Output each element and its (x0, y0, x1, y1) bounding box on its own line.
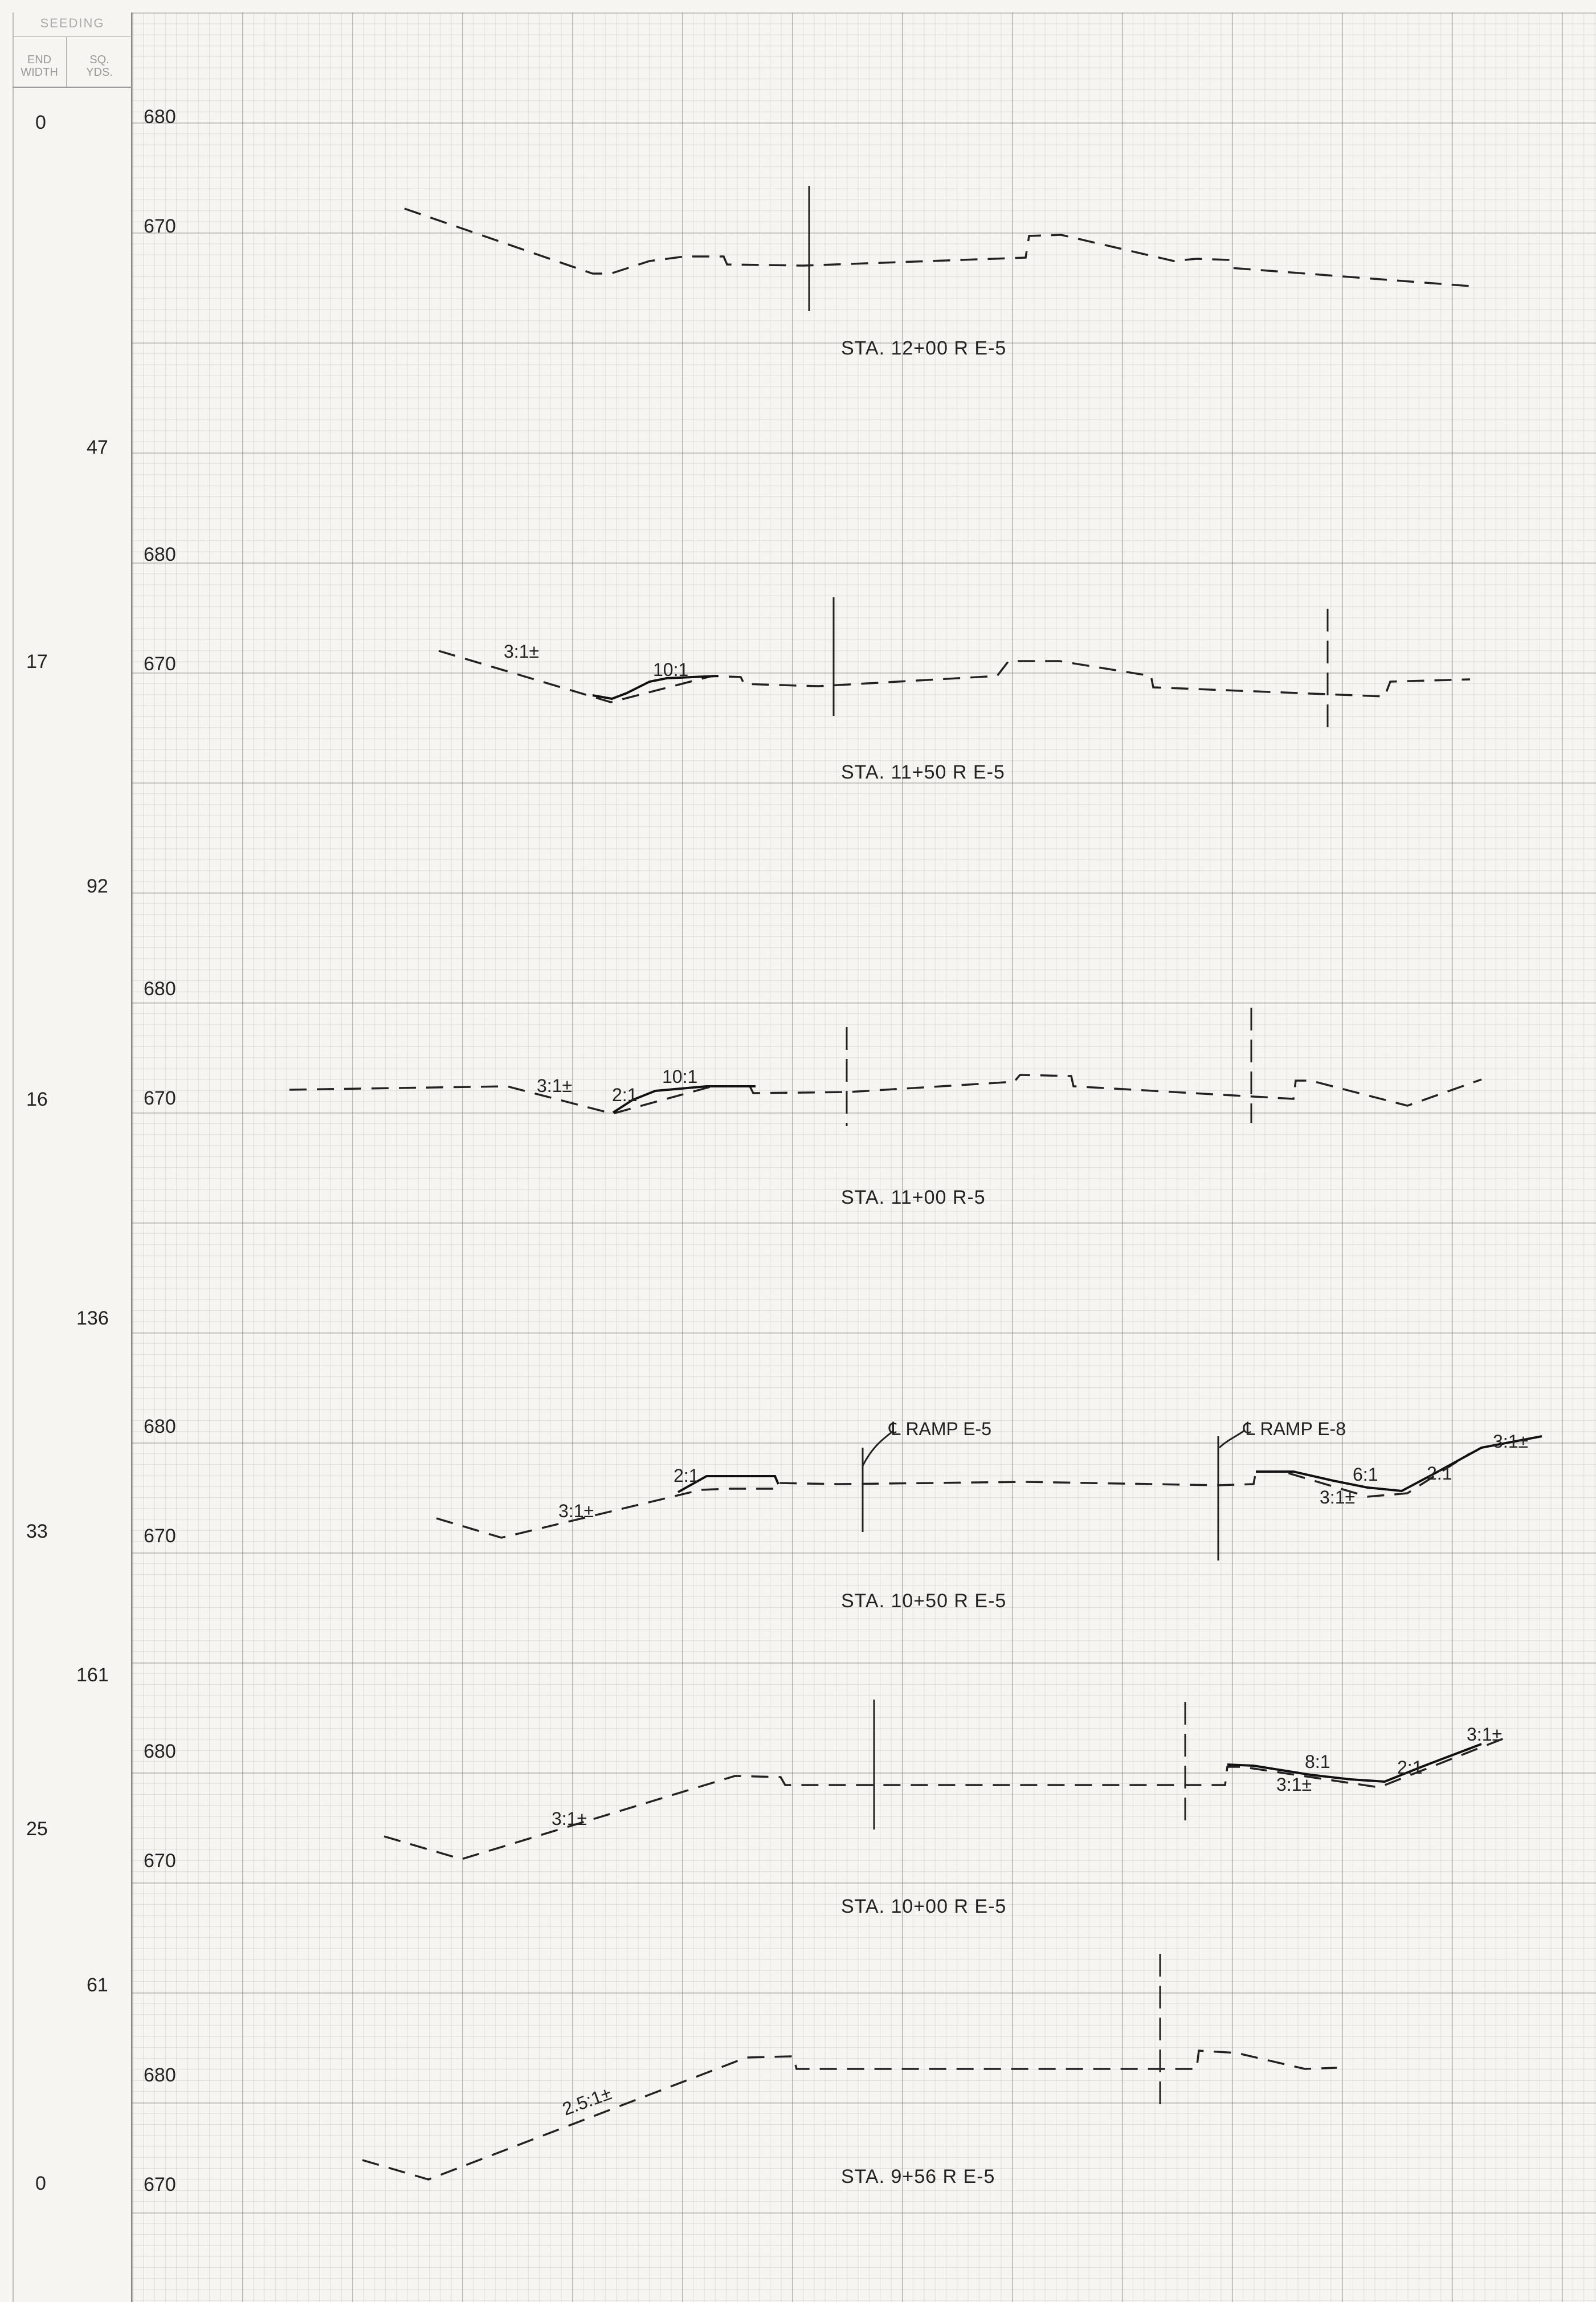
elevation-label-670: 670 (144, 1525, 176, 1547)
slope-label: 6:1 (1353, 1464, 1378, 1485)
sheet-left-edge (13, 13, 14, 2302)
sq-yds-value: 61 (87, 1974, 108, 1996)
sq-yds-value: 161 (76, 1664, 109, 1686)
header-col-sq-yds: SQ. YDS. (67, 54, 132, 79)
slope-label: 2.5:1± (560, 2083, 614, 2119)
slope-label: 2:1 (673, 1465, 699, 1486)
elevation-label-680: 680 (144, 978, 176, 1000)
slope-label: 3:1± (504, 641, 539, 662)
cross-section-sta-10-00: 3:1± 8:1 3:1± 2:1 3:1± (383, 1700, 1511, 1860)
slope-label: 3:1± (1467, 1724, 1502, 1745)
end-width-value: 0 (35, 112, 46, 133)
end-width-value: 33 (26, 1521, 48, 1542)
elevation-label-670: 670 (144, 1850, 176, 1872)
existing-ground-line (289, 1074, 1482, 1115)
existing-ground-line (436, 1452, 1471, 1539)
station-label: STA. 9+56 R E-5 (841, 2166, 995, 2187)
sq-yds-value: 47 (87, 437, 108, 458)
cross-section-sta-10-50: ℄ RAMP E-5 ℄ RAMP E-8 3:1± 2:1 6:1 3:1± … (436, 1419, 1542, 1561)
station-label: STA. 10+00 R E-5 (841, 1896, 1007, 1917)
elevation-label-680: 680 (144, 2064, 176, 2086)
ramp-label: ℄ RAMP E-8 (1243, 1419, 1346, 1439)
slope-label: 10:1 (653, 659, 688, 680)
cross-section-sta-11-50: 3:1± 10:1 (438, 597, 1471, 732)
end-width-value: 0 (35, 2173, 46, 2194)
slope-label: 3:1± (558, 1501, 594, 1521)
proposed-grade-line (1227, 1743, 1482, 1783)
ramp-leader (1218, 1429, 1245, 1449)
header-column-divider (66, 36, 67, 87)
ramp-label: ℄ RAMP E-5 (888, 1419, 991, 1439)
header-col-end-label: END (27, 54, 52, 66)
sq-yds-value: 136 (76, 1307, 109, 1329)
slope-label: 2:1 (612, 1085, 637, 1105)
end-width-value: 25 (26, 1818, 48, 1840)
seeding-header-title: SEEDING (40, 16, 105, 30)
station-label: STA. 10+50 R E-5 (841, 1590, 1007, 1612)
elevation-label-670: 670 (144, 1087, 176, 1109)
graph-paper-major-grid (132, 13, 1596, 2302)
slope-label: 10:1 (662, 1066, 697, 1087)
station-label: STA. 11+00 R-5 (841, 1187, 986, 1208)
elevation-label-680: 680 (144, 1741, 176, 1762)
slope-label: 3:1± (537, 1075, 572, 1096)
elevation-label-680: 680 (144, 544, 176, 565)
graph-paper-minor-grid (132, 13, 1596, 2302)
header-col-end-width: END WIDTH (13, 54, 66, 79)
slope-label: 2:1 (1427, 1463, 1452, 1484)
slope-label: 2:1 (1397, 1757, 1422, 1778)
end-width-value: 16 (26, 1089, 48, 1110)
existing-ground-line (404, 207, 1471, 287)
elevation-label-680: 680 (144, 1416, 176, 1437)
slope-label: 3:1± (552, 1808, 587, 1829)
station-label: STA. 12+00 R E-5 (841, 337, 1007, 359)
header-separator (13, 36, 132, 37)
elevation-label-680: 680 (144, 106, 176, 128)
proposed-grade-line (592, 675, 719, 700)
ramp-leader (862, 1431, 893, 1466)
proposed-grade-line (612, 1085, 756, 1114)
slope-label: 3:1± (1276, 1774, 1312, 1795)
elevation-label-670: 670 (144, 2174, 176, 2195)
cross-section-sta-12-00 (404, 186, 1471, 311)
cross-section-sta-11-00: 3:1± 2:1 10:1 (289, 1008, 1482, 1126)
cross-section-sta-9-56: 2.5:1± (362, 1954, 1337, 2181)
proposed-grade-line (677, 1475, 779, 1493)
proposed-grade-line (1256, 1435, 1542, 1493)
slope-label: 3:1± (1320, 1487, 1355, 1507)
slope-label: 3:1± (1493, 1431, 1528, 1452)
sq-yds-value: 92 (87, 875, 108, 897)
seeding-header-box (13, 13, 132, 88)
elevation-label-670: 670 (144, 653, 176, 675)
seeding-column-border (131, 13, 132, 2302)
station-label: STA. 11+50 R E-5 (841, 761, 1005, 783)
elevation-label-670: 670 (144, 215, 176, 237)
end-width-value: 17 (26, 651, 48, 673)
existing-ground-line (362, 2050, 1337, 2181)
header-col-sq-label: SQ. (89, 54, 109, 66)
header-col-width-label: WIDTH (21, 66, 58, 79)
slope-label: 8:1 (1305, 1751, 1330, 1772)
header-col-yds-label: YDS. (86, 66, 113, 79)
existing-ground-line (383, 1735, 1511, 1860)
